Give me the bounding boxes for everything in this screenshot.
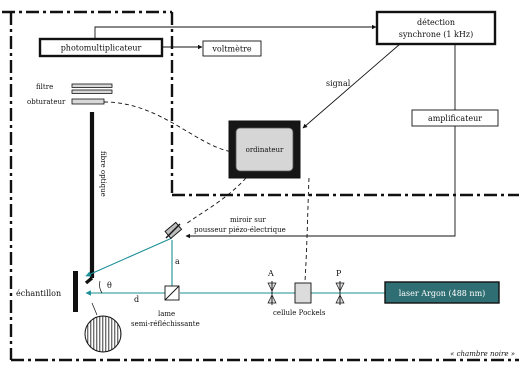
- optical-fiber-tip: [84, 276, 94, 285]
- optical-fiber-label: fibre optique: [99, 151, 107, 197]
- filter-element: [71, 83, 113, 88]
- control-lines: [103, 101, 310, 282]
- amplifier-to-mirror-line: [185, 126, 456, 239]
- darkroom-label: « chambre noire »: [450, 350, 515, 358]
- sample-zoom-pointer: [91, 302, 98, 316]
- filter-element-2: [71, 89, 113, 94]
- computer-monitor-icon: [228, 120, 301, 179]
- shutter-control-dashed: [103, 101, 233, 153]
- sample-label: échantillon: [16, 289, 61, 298]
- beam-d-label: d: [134, 295, 139, 304]
- mirror-label-line2: pousseur piézo-électrique: [194, 226, 286, 234]
- darkroom-boundary: [2, 10, 519, 362]
- signal-label: signal: [326, 79, 351, 88]
- mirror-control-dashed: [185, 177, 247, 225]
- polarizer-a-label: A: [267, 269, 274, 278]
- beam-a-label: a: [175, 257, 180, 266]
- laser-beam: [85, 237, 385, 296]
- filter-label: filtre: [36, 83, 53, 91]
- sync-detection-box: [375, 10, 497, 46]
- voltmeter-label: voltmètre: [211, 45, 251, 54]
- laser-label: laser Argon (488 nm): [399, 289, 486, 298]
- signal-arrow: [302, 43, 401, 129]
- polarizer-a: [267, 281, 277, 305]
- laser-box: [384, 281, 500, 304]
- mirror-label-line1: miroir sur: [230, 216, 266, 224]
- amplifier-box: [411, 109, 499, 127]
- polarizer-p: [335, 281, 345, 305]
- voltmeter-box: [202, 40, 262, 57]
- pockels-control-dashed: [304, 177, 310, 282]
- shutter-element: [71, 98, 105, 105]
- connections: [84, 24, 456, 285]
- mirror-element: [164, 221, 183, 239]
- theta-label: θ: [107, 281, 112, 290]
- sync-detection-label-line2: synchrone (1 kHz): [399, 30, 473, 39]
- polarizer-p-label: P: [336, 269, 342, 278]
- amplifier-label: amplificateur: [428, 114, 482, 123]
- plate-label-line2: semi-réfléchissante: [131, 320, 200, 328]
- beam-mirror-to-sample: [85, 237, 173, 277]
- theta-arc: [99, 280, 103, 294]
- photomultiplier-label: photomultiplicateur: [61, 44, 142, 53]
- beam-splitter-plate: [164, 285, 180, 301]
- striped-disc-icon: [84, 315, 122, 353]
- pockels-cell-element: [294, 282, 312, 304]
- computer-label: ordinateur: [246, 146, 284, 154]
- sync-detection-label-line1: détection: [417, 18, 455, 27]
- sample-element: [73, 271, 78, 312]
- shutter-label: obturateur: [27, 98, 66, 106]
- photomultiplier-box: [38, 37, 164, 58]
- pockels-cell-label: cellule Pockels: [273, 309, 326, 317]
- plate-label-line1: lame: [158, 310, 175, 318]
- pm-to-sync-line: [94, 24, 377, 40]
